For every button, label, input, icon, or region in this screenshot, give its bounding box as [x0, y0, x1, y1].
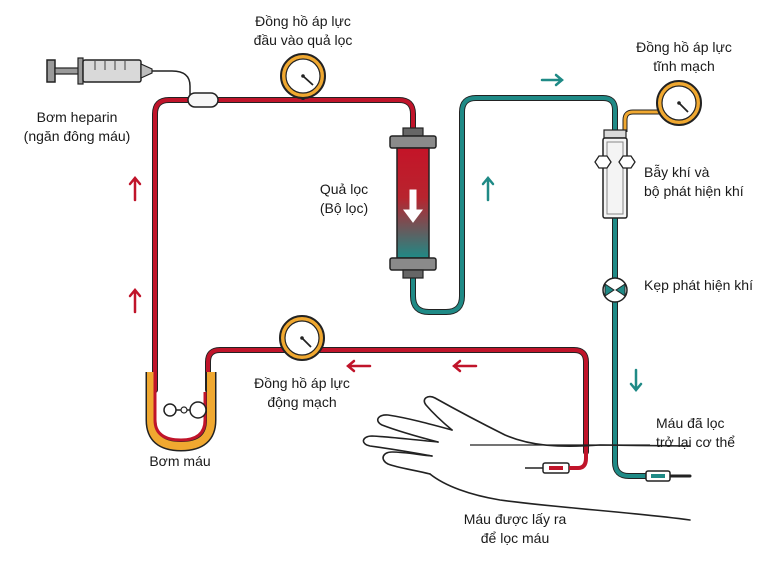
arterial-pressure-gauge	[279, 315, 325, 361]
venous-tubing	[410, 95, 692, 479]
arterial-needle	[525, 452, 588, 474]
venous-pressure-gauge	[622, 80, 702, 132]
return-blood-label: Máu đã lọc trở lại cơ thể	[656, 415, 736, 450]
arterial-gauge-label: Đồng hồ áp lực động mạch	[254, 375, 350, 410]
dialyzer-label: Quả lọc (Bộ lọc)	[319, 181, 369, 216]
heparin-syringe	[46, 57, 219, 108]
blood-pump	[145, 372, 217, 452]
drawn-blood-label: Máu được lấy ra để lọc máu	[463, 511, 567, 546]
arterial-tubing	[152, 97, 589, 455]
venous-gauge-label: Đồng hồ áp lực tĩnh mạch	[636, 39, 732, 74]
air-trap	[594, 129, 636, 219]
inlet-pressure-gauge	[280, 53, 326, 100]
blood-pump-label: Bơm máu	[149, 453, 211, 469]
heparin-pump-label: Bơm heparin (ngăn đông máu)	[23, 109, 131, 144]
inlet-gauge-label: Đồng hồ áp lực đầu vào quả lọc	[253, 13, 353, 48]
venous-needle	[645, 470, 671, 482]
flow-arrows	[128, 73, 643, 392]
patient-hand	[362, 395, 691, 521]
air-trap-label: Bẫy khí và bộ phát hiện khí	[644, 164, 744, 199]
air-clamp-label: Kẹp phát hiện khí	[644, 277, 753, 293]
air-detector-clamp	[602, 277, 628, 303]
dialyzer	[389, 127, 437, 279]
